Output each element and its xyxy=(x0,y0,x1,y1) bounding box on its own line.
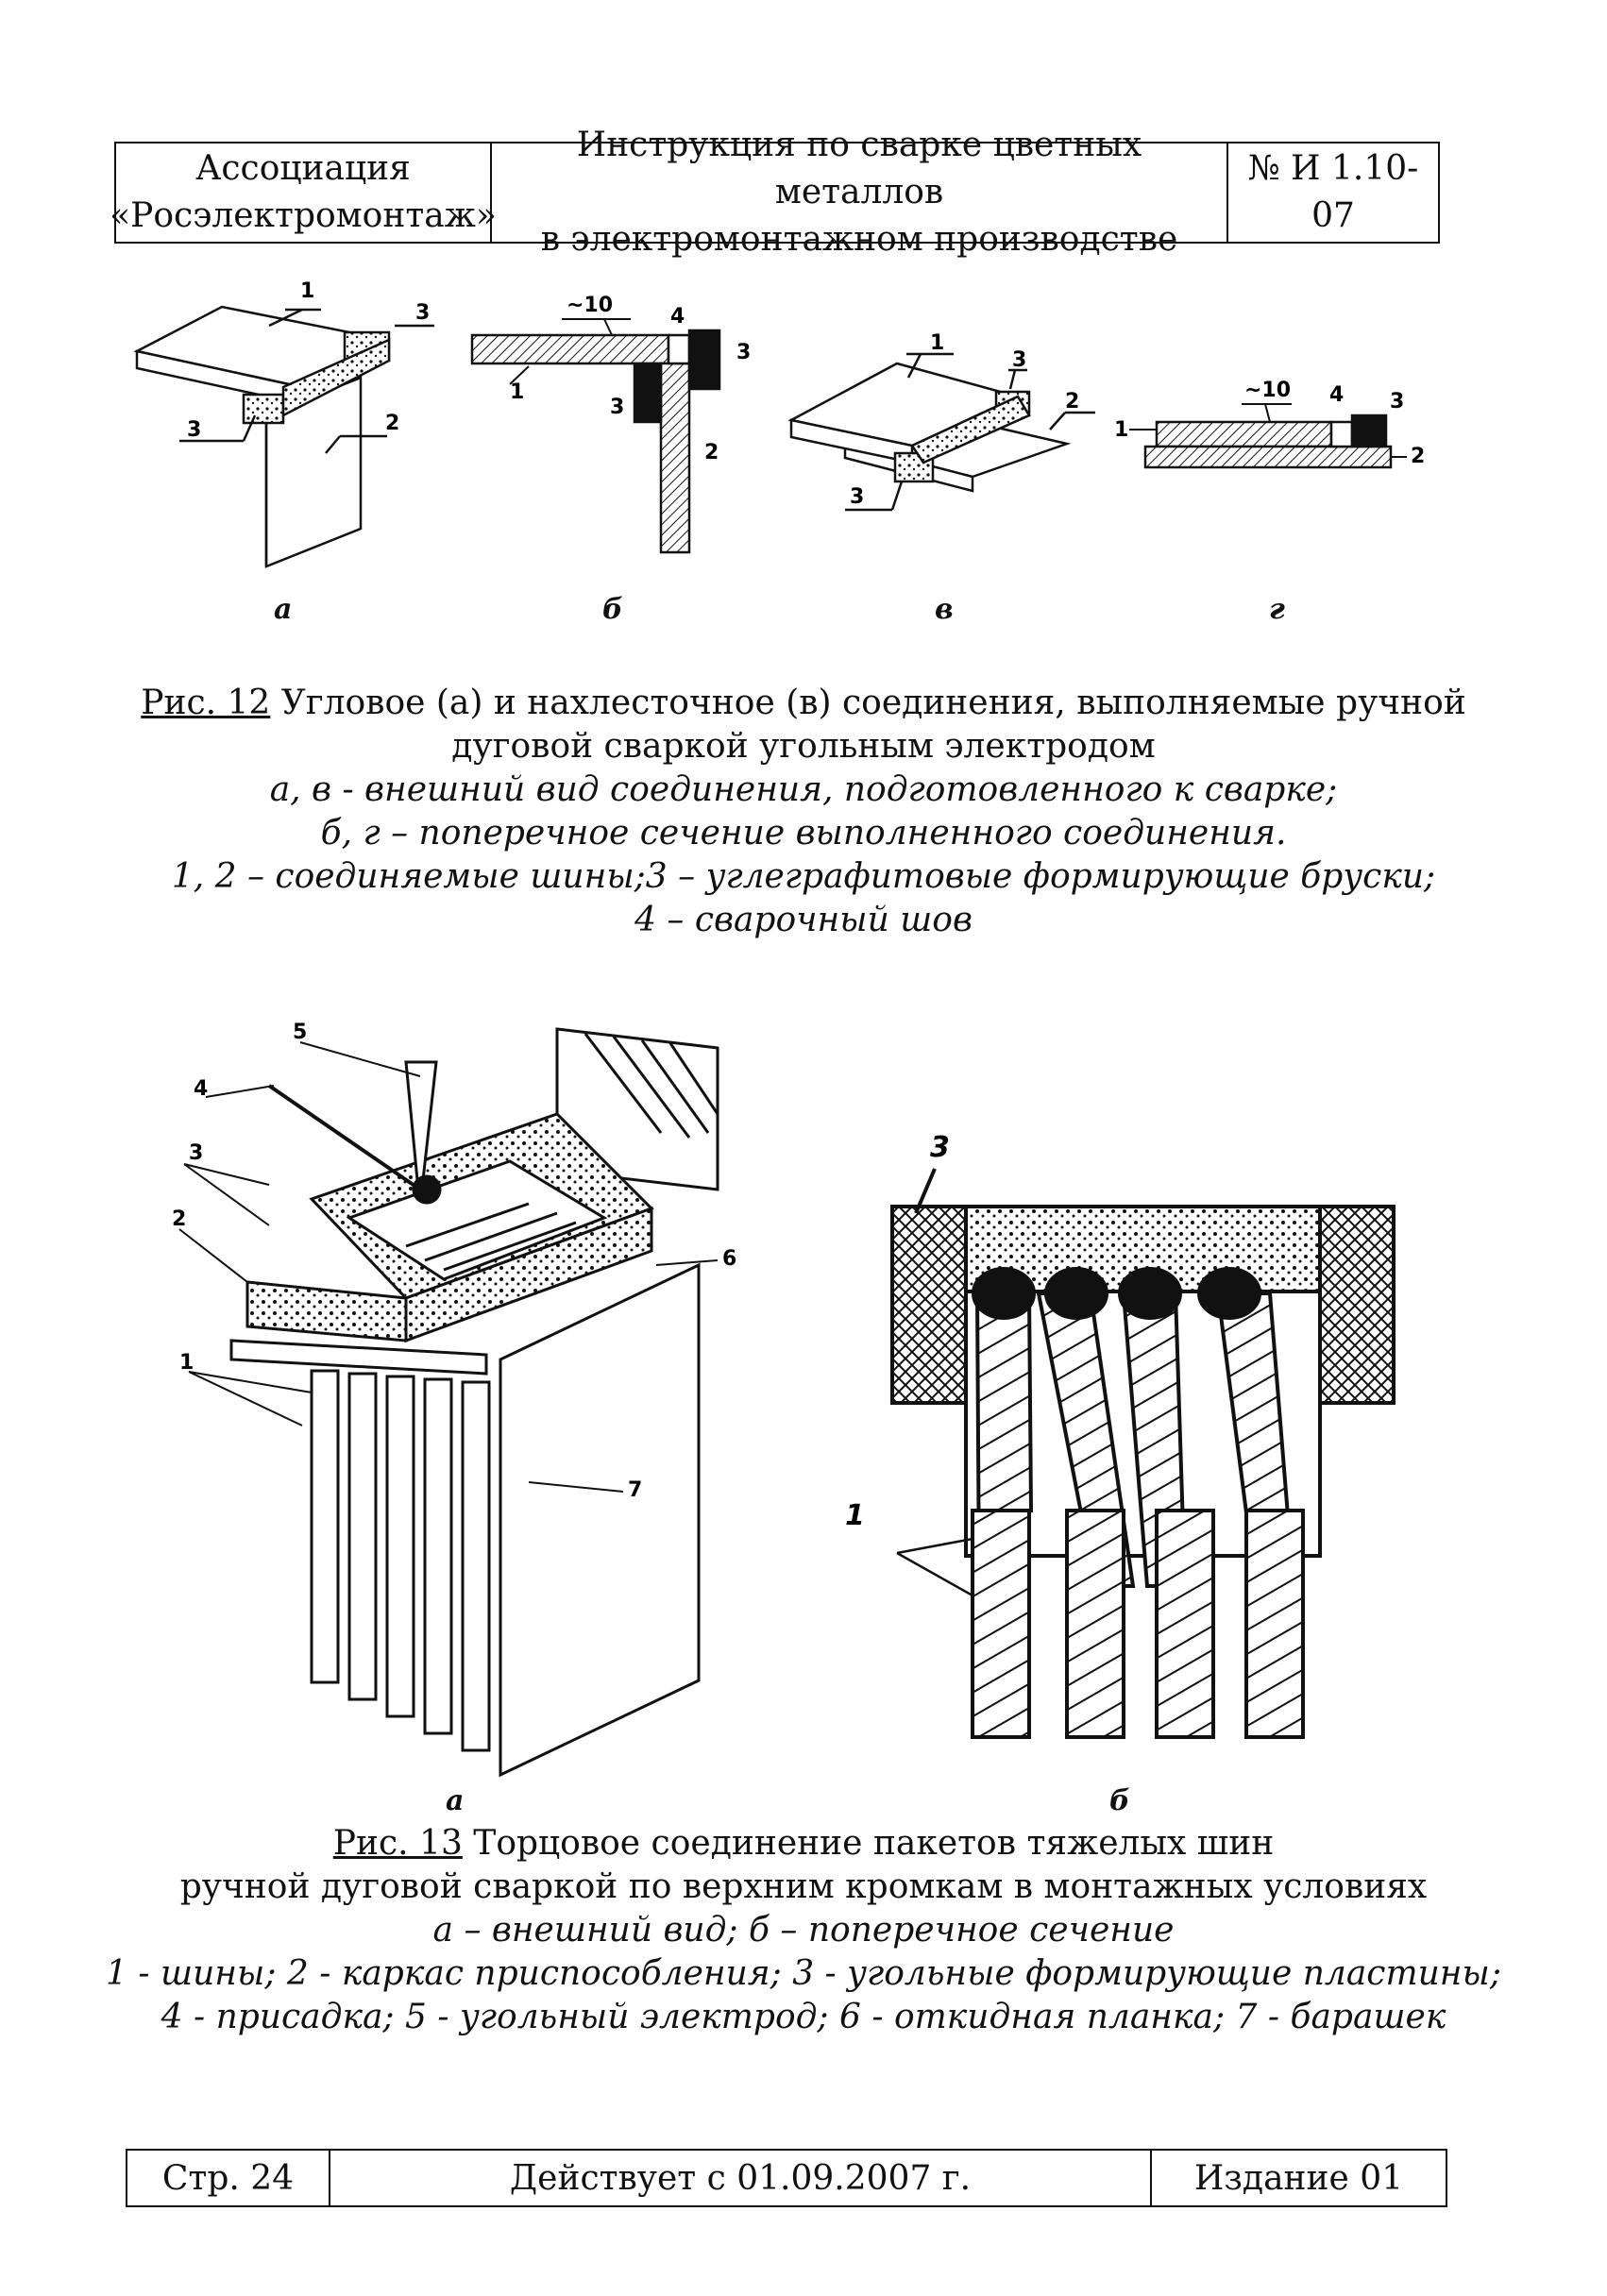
figure-12-drawings: 1 3 3 2 ~10 4 3 3 1 2 1 3 2 3 xyxy=(133,279,1425,568)
fig12-b-callout-2: 2 xyxy=(704,441,719,464)
fig12-g-callout-3: 3 xyxy=(1390,390,1404,414)
fig12-a-callout-1: 1 xyxy=(300,279,314,303)
fig13-caption-title-1: Торцовое соединение пакетов тяжелых шин xyxy=(462,1824,1275,1863)
fig12-caption-line-3: 1, 2 – соединяемые шины;3 – углеграфитов… xyxy=(171,857,1436,896)
fig12-b-callout-1: 1 xyxy=(510,380,524,404)
fig12-v-callout-1: 1 xyxy=(930,331,944,355)
fig12-g-cross-section xyxy=(1129,403,1407,469)
document-number-cell: № И 1.10-07 xyxy=(1228,144,1438,242)
page-number: Стр. 24 xyxy=(161,2158,295,2198)
fig12-caption-title: Рис. 12 Угловое (а) и нахлесточное (в) с… xyxy=(94,682,1513,725)
fig13-caption-title-2: ручной дуговой сваркой по верхним кромка… xyxy=(179,1867,1428,1906)
fig12-b-callout-3-right: 3 xyxy=(736,341,751,364)
fig13-a-callout-2: 2 xyxy=(172,1207,186,1231)
edition: Издание 01 xyxy=(1193,2158,1404,2198)
fig12-b-cross-section xyxy=(470,318,721,554)
fig12-caption-line-4: 4 – сварочный шов xyxy=(634,901,973,939)
fig13-b-cross-section xyxy=(890,1168,1396,1739)
fig13-a-callout-1: 1 xyxy=(179,1351,194,1375)
organization-line-1: Ассоциация xyxy=(195,149,411,188)
fig13-a-callout-5: 5 xyxy=(293,1021,307,1044)
effective-date-cell: Действует с 01.09.2007 г. xyxy=(330,2151,1152,2205)
fig12-caption: Рис. 12 Угловое (а) и нахлесточное (в) с… xyxy=(94,682,1513,942)
fig12-subfig-label-v: в xyxy=(935,593,954,626)
fig13-b-callout-1: 1 xyxy=(845,1499,865,1532)
fig12-g-callout-10: ~10 xyxy=(1244,379,1291,402)
fig13-a-callout-4: 4 xyxy=(194,1077,208,1101)
fig12-g-callout-1: 1 xyxy=(1114,418,1128,442)
figure-13-drawings: 5 4 3 2 6 1 7 3 1 xyxy=(172,1021,1396,1778)
fig13-a-external-view xyxy=(178,1027,719,1778)
fig12-g-callout-2: 2 xyxy=(1411,445,1425,468)
fig13-caption-line-2: 1 - шины; 2 - каркас приспособления; 3 -… xyxy=(106,1954,1501,1993)
document-footer: Стр. 24 Действует с 01.09.2007 г. Издани… xyxy=(126,2149,1447,2207)
fig12-v-callout-2: 2 xyxy=(1065,390,1079,414)
document-title-line-2: в электромонтажном производстве xyxy=(540,220,1178,259)
fig12-b-callout-3-left: 3 xyxy=(610,396,624,419)
fig12-a-callout-2: 2 xyxy=(385,412,399,435)
fig12-v-lap-joint xyxy=(787,352,1095,512)
fig12-v-callout-3-bottom: 3 xyxy=(850,485,864,509)
fig13-b-callout-3: 3 xyxy=(930,1131,950,1164)
fig12-v-callout-3-top: 3 xyxy=(1012,348,1026,372)
fig12-b-callout-10: ~10 xyxy=(567,294,613,317)
fig12-a-corner-joint xyxy=(133,305,434,568)
fig12-subfig-label-g: г xyxy=(1269,593,1285,626)
fig13-caption-title: Рис. 13 Торцовое соединение пакетов тяже… xyxy=(94,1822,1513,1866)
fig13-caption-ref: Рис. 13 xyxy=(332,1824,463,1863)
fig13-subfig-label-b: б xyxy=(1109,1784,1130,1817)
fig12-subfig-label-a: а xyxy=(274,593,293,626)
document-header: Ассоциация «Росэлектромонтаж» Инструкция… xyxy=(110,126,1440,259)
fig12-caption-ref: Рис. 12 xyxy=(141,684,271,722)
fig12-subfig-label-b: б xyxy=(602,593,623,626)
fig13-a-callout-6: 6 xyxy=(722,1247,736,1271)
document-number: № И 1.10-07 xyxy=(1247,149,1419,235)
document-title-cell: Инструкция по сварке цветных металлов в … xyxy=(492,126,1228,259)
edition-cell: Издание 01 xyxy=(1152,2151,1446,2205)
fig12-caption-line-2: б, г – поперечное сечение выполненного с… xyxy=(320,814,1287,853)
fig12-caption-title-1: Угловое (а) и нахлесточное (в) соединени… xyxy=(270,684,1466,722)
fig13-subfig-label-a: а xyxy=(446,1784,465,1817)
fig12-caption-line-1: а, в - внешний вид соединения, подготовл… xyxy=(269,770,1338,809)
fig13-a-callout-7: 7 xyxy=(628,1478,642,1502)
fig12-a-callout-3-top: 3 xyxy=(415,301,430,325)
fig13-caption-line-3: 4 - присадка; 5 - угольный электрод; 6 -… xyxy=(161,1998,1446,2036)
fig13-caption: Рис. 13 Торцовое соединение пакетов тяже… xyxy=(94,1822,1513,2039)
organization-cell: Ассоциация «Росэлектромонтаж» xyxy=(110,144,497,242)
fig12-caption-title-2: дуговой сваркой угольным электродом xyxy=(451,727,1156,766)
fig12-a-callout-3-bottom: 3 xyxy=(187,418,201,442)
fig13-caption-line-1: а – внешний вид; б – поперечное сечение xyxy=(432,1911,1175,1950)
page-number-cell: Стр. 24 xyxy=(127,2151,330,2205)
fig12-g-callout-4: 4 xyxy=(1329,383,1344,407)
organization-line-2: «Росэлектромонтаж» xyxy=(110,196,497,235)
document-title-line-1: Инструкция по сварке цветных металлов xyxy=(576,126,1142,211)
effective-date: Действует с 01.09.2007 г. xyxy=(509,2158,972,2198)
fig12-b-callout-4: 4 xyxy=(670,305,685,329)
fig13-a-callout-3: 3 xyxy=(189,1141,203,1165)
